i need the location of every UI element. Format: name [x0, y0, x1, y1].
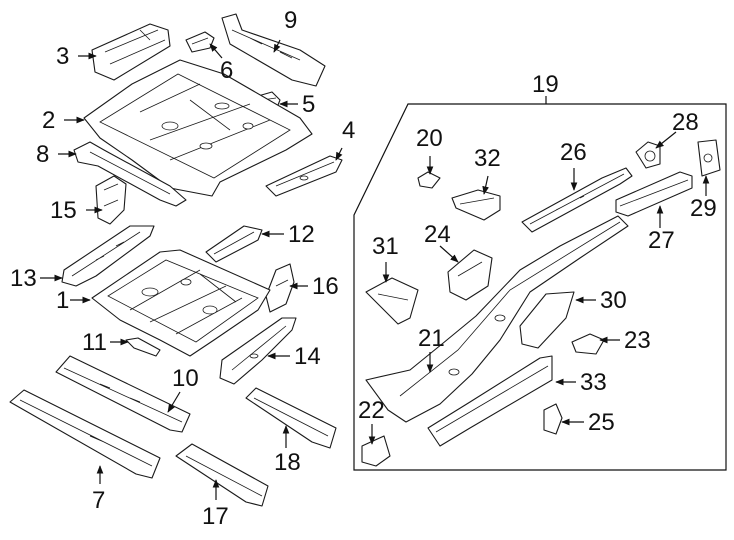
part-3-panel	[91, 23, 171, 81]
callout-20: 20	[416, 125, 443, 152]
callout-4: 4	[342, 117, 355, 144]
part-33-member	[427, 355, 553, 447]
part-22-bracket	[361, 435, 391, 467]
part-28-mount	[635, 141, 661, 169]
callout-labels: 3 2 8 6 9 5 4 15 12 13 16 1 11 14 10 7 1…	[10, 7, 717, 530]
inset-frame-19	[353, 103, 727, 471]
part-20-clip	[417, 171, 441, 189]
part-29-plate	[697, 139, 721, 177]
callout-27: 27	[648, 227, 675, 254]
callout-19: 19	[532, 71, 559, 98]
part-32-bracket	[451, 189, 501, 221]
part-2-rear-floor	[83, 59, 313, 197]
part-1-front-floor	[91, 249, 271, 357]
callout-13: 13	[10, 265, 37, 292]
callout-18: 18	[274, 449, 301, 476]
callout-10: 10	[172, 365, 199, 392]
callout-24: 24	[424, 221, 451, 248]
part-17-rail	[175, 443, 269, 507]
part-4-sill	[265, 155, 343, 197]
callout-28: 28	[672, 109, 699, 136]
part-15-reinforcement	[95, 175, 127, 225]
callout-26: 26	[560, 139, 587, 166]
callout-32: 32	[474, 145, 501, 172]
callout-1: 1	[56, 287, 69, 314]
callout-11: 11	[82, 329, 107, 356]
callout-22: 22	[358, 397, 385, 424]
part-30-bracket	[519, 291, 575, 349]
callout-33: 33	[580, 369, 607, 396]
part-8-member	[73, 141, 187, 207]
part-7-rail	[9, 389, 161, 479]
callout-29: 29	[690, 195, 717, 222]
callout-25: 25	[588, 409, 615, 436]
part-9-crossmember	[221, 13, 326, 87]
callout-16: 16	[312, 273, 339, 300]
part-18-rail	[245, 387, 337, 449]
callout-14: 14	[294, 343, 321, 370]
callout-17: 17	[202, 503, 229, 530]
part-6-bracket	[185, 31, 215, 53]
callout-30: 30	[600, 287, 627, 314]
part-14-member	[219, 317, 297, 385]
callout-9: 9	[284, 7, 297, 34]
callout-7: 7	[92, 487, 105, 514]
part-13-rail	[61, 225, 155, 287]
part-12-rail	[205, 225, 263, 263]
leader-arrows	[40, 39, 710, 500]
callout-6: 6	[220, 57, 233, 84]
callout-15: 15	[50, 197, 77, 224]
part-27-rail	[615, 171, 693, 217]
callout-31: 31	[372, 233, 399, 260]
part-10-rail	[55, 355, 191, 433]
part-16-bracket	[265, 263, 295, 313]
part-24-block	[447, 249, 493, 301]
part-11-bracket	[125, 337, 161, 357]
callout-12: 12	[288, 221, 315, 248]
part-23-clip	[571, 333, 605, 355]
callout-21: 21	[418, 325, 445, 352]
callout-5: 5	[302, 91, 315, 118]
callout-2: 2	[42, 107, 55, 134]
part-26-rail	[521, 167, 633, 233]
callout-3: 3	[56, 43, 69, 70]
part-25-bracket	[543, 403, 563, 435]
callout-23: 23	[624, 327, 651, 354]
callout-8: 8	[36, 141, 49, 168]
part-31-bracket	[365, 277, 419, 325]
